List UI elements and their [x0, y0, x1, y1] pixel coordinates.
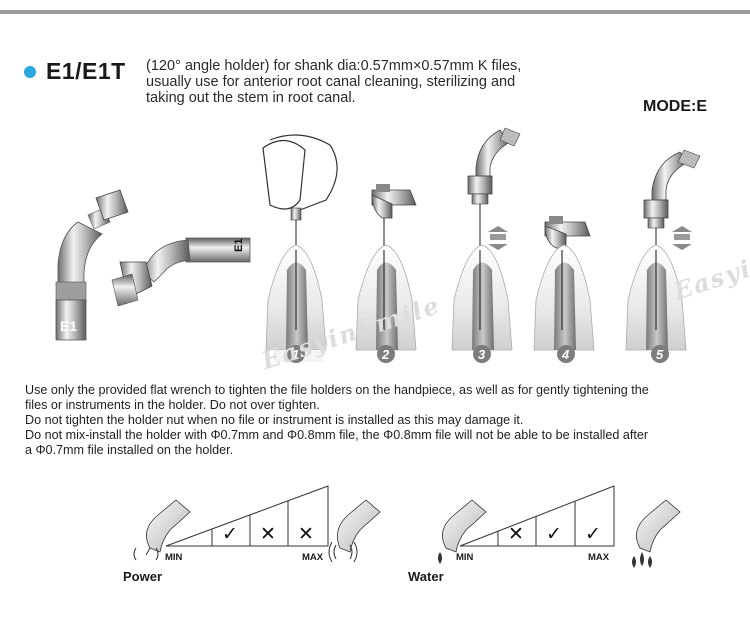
note-line: a Φ0.7mm file installed on the holder. — [25, 443, 234, 457]
note-line: Do not tighten the holder nut when no fi… — [25, 413, 524, 427]
description-line: taking out the stem in root canal. — [146, 90, 356, 106]
check-mark: ✓ — [222, 523, 238, 545]
step-number: 5 — [656, 347, 664, 362]
power-gauge: ✓ ✕ ✕ — [133, 485, 381, 563]
step-panel: 2 — [355, 184, 417, 363]
check-mark: ✓ — [585, 523, 601, 545]
e1-tip-illustration: E1 — [55, 189, 129, 341]
note-line: files or instruments in the holder. Do n… — [25, 398, 320, 412]
model-title: E1/E1T — [46, 58, 126, 84]
step-number: 1 — [292, 347, 299, 362]
note-line: Use only the provided flat wrench to tig… — [25, 383, 649, 397]
model-description: (120° angle holder) for shank dia:0.57mm… — [146, 58, 586, 106]
check-mark: ✓ — [546, 523, 562, 545]
top-divider — [0, 10, 750, 14]
power-min-label: MIN — [165, 552, 183, 563]
e1-tip-label: E1 — [60, 318, 77, 334]
mode-label: MODE:E — [643, 98, 707, 115]
water-label: Water — [408, 569, 444, 584]
step-number: 2 — [381, 347, 390, 362]
water-min-label: MIN — [456, 552, 474, 563]
step-number: 3 — [478, 347, 486, 362]
step-panel: 3 — [451, 127, 521, 363]
cross-mark: ✕ — [260, 523, 276, 545]
description-line: (120° angle holder) for shank dia:0.57mm… — [146, 58, 522, 74]
bullet-dot — [24, 66, 36, 78]
usage-notes: Use only the provided flat wrench to tig… — [25, 383, 740, 458]
e1t-tip-label: E1 — [233, 239, 245, 252]
water-max-label: MAX — [588, 552, 610, 563]
description-line: usually use for anterior root canal clea… — [146, 74, 516, 90]
step-panel: 1 — [262, 134, 338, 363]
power-max-label: MAX — [302, 552, 324, 563]
power-label: Power — [123, 569, 163, 584]
step-panel: 4 — [533, 216, 595, 363]
step-panel: 5 — [625, 149, 701, 363]
cross-mark: ✕ — [298, 523, 314, 545]
water-gauge: ✕ ✓ ✓ — [438, 485, 681, 568]
note-line: Do not mix-install the holder with Φ0.7m… — [25, 428, 649, 442]
e1t-tip-illustration: E1 — [111, 237, 251, 307]
step-number: 4 — [561, 347, 570, 362]
cross-mark: ✕ — [508, 523, 524, 545]
